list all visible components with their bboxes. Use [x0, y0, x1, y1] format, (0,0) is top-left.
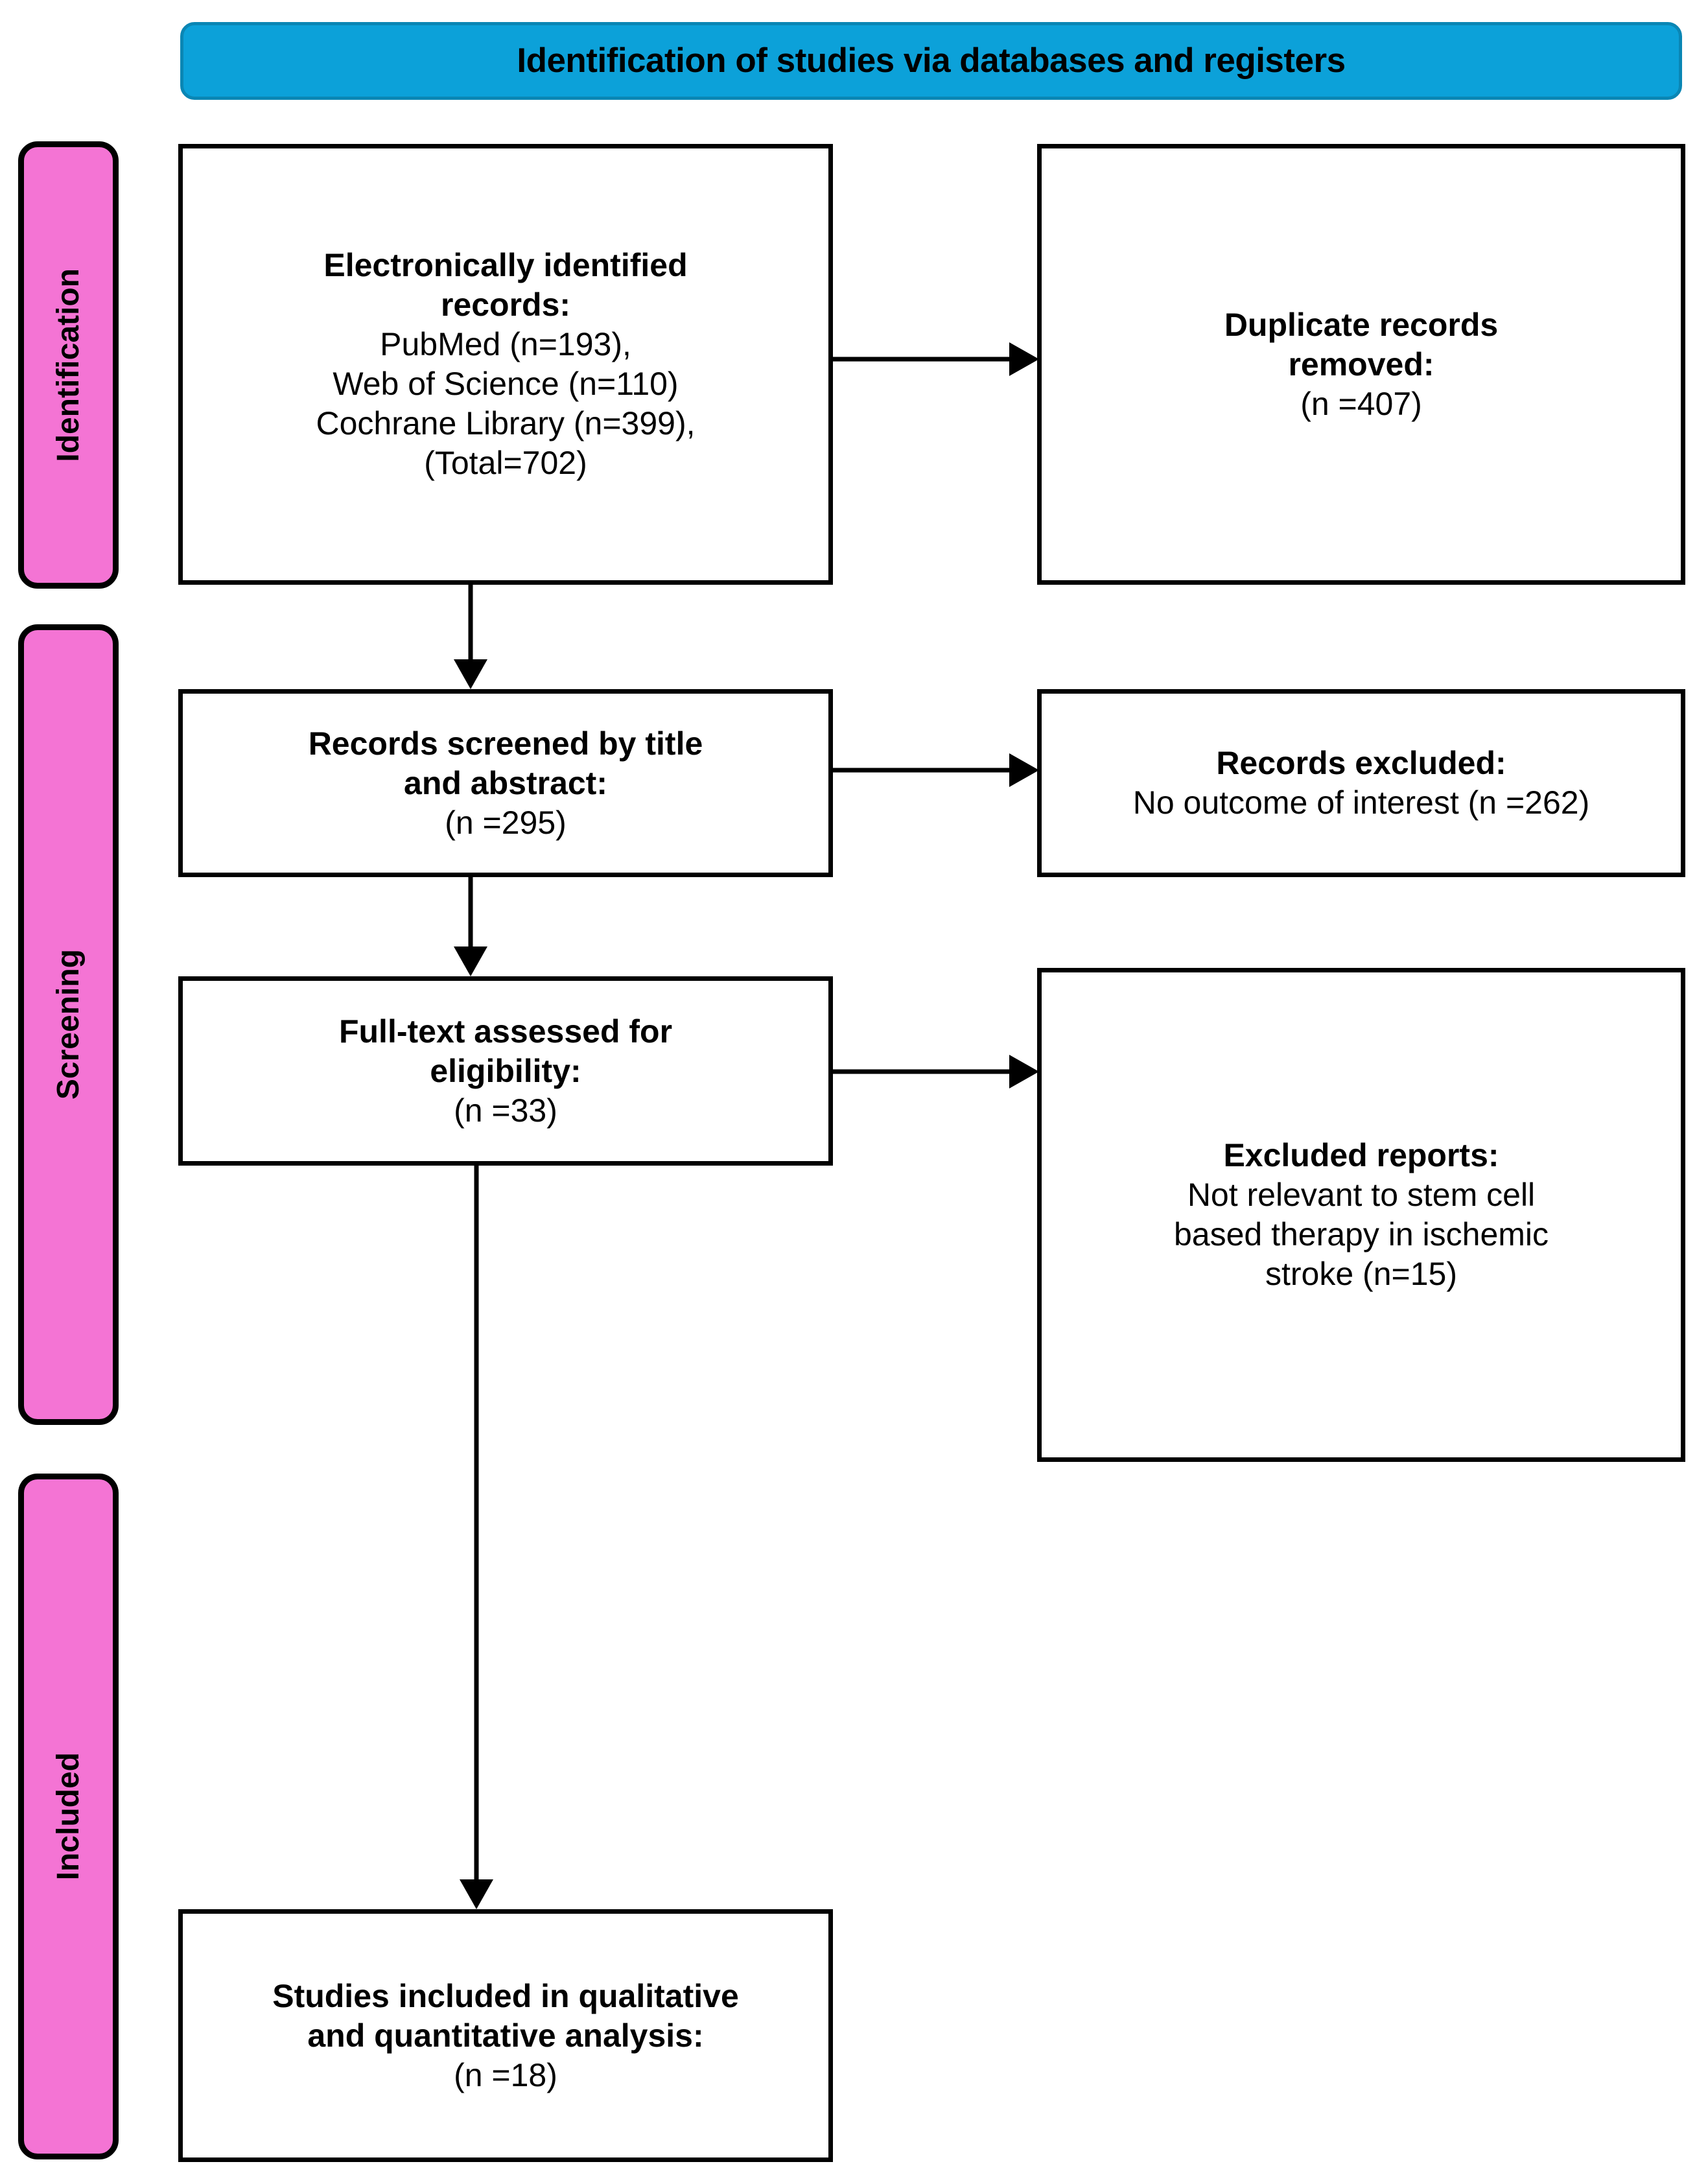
node-fulltext-heading-1: Full-text assessed for: [338, 1013, 673, 1050]
node-records-screened: Records screened by title and abstract: …: [178, 689, 833, 877]
node-excluded-reports-line-2: based therapy in ischemic: [1173, 1216, 1549, 1252]
node-identified-line-3: Cochrane Library (n=399),: [316, 405, 696, 441]
stage-label-screening: Screening: [18, 624, 119, 1425]
node-identified-line-4: (Total=702): [424, 445, 587, 481]
node-identified-heading-2: records:: [440, 287, 571, 323]
arrow-shaft: [832, 1069, 1012, 1074]
arrow-fulltext-to-included-icon: [460, 1166, 493, 1909]
arrow-shaft: [474, 1166, 479, 1881]
node-identified-line-1: PubMed (n=193),: [380, 326, 631, 362]
node-duplicates-heading-1: Duplicate records: [1224, 306, 1499, 343]
node-fulltext-assessed: Full-text assessed for eligibility: (n =…: [178, 976, 833, 1166]
node-records-excluded-line-1: No outcome of interest (n =262): [1132, 784, 1590, 821]
node-excluded-reports: Excluded reports: Not relevant to stem c…: [1037, 968, 1685, 1462]
node-identified-records: Electronically identified records: PubMe…: [178, 144, 833, 585]
node-excluded-reports-line-1: Not relevant to stem cell: [1187, 1177, 1536, 1213]
node-excluded-reports-heading: Excluded reports:: [1223, 1137, 1499, 1173]
node-records-excluded: Records excluded: No outcome of interest…: [1037, 689, 1685, 877]
node-identified-line-2: Web of Science (n=110): [333, 366, 679, 402]
arrow-fulltext-to-excluded-reports-icon: [832, 1055, 1039, 1088]
node-fulltext-line-1: (n =33): [454, 1092, 557, 1129]
arrow-shaft: [468, 585, 473, 661]
node-records-excluded-heading: Records excluded:: [1216, 745, 1506, 781]
node-fulltext-heading-2: eligibility:: [430, 1052, 581, 1089]
stage-label-included-text: Included: [51, 1752, 86, 1881]
node-duplicates-heading-2: removed:: [1288, 346, 1434, 382]
arrow-identified-to-screened-icon: [454, 585, 487, 689]
stage-label-identification-text: Identification: [51, 268, 86, 462]
node-excluded-reports-line-3: stroke (n=15): [1265, 1256, 1457, 1292]
arrow-screened-to-records-excluded-icon: [832, 753, 1039, 787]
stage-label-identification: Identification: [18, 141, 119, 589]
node-included-line-1: (n =18): [454, 2056, 557, 2093]
arrow-head: [454, 946, 487, 976]
arrow-head: [1009, 342, 1039, 376]
arrow-screened-to-fulltext-icon: [454, 877, 487, 976]
arrow-shaft: [832, 768, 1012, 773]
node-studies-included: Studies included in qualitative and quan…: [178, 1909, 833, 2162]
diagram-title: Identification of studies via databases …: [517, 41, 1346, 80]
arrow-identified-to-duplicates-icon: [832, 342, 1039, 376]
node-included-heading-1: Studies included in qualitative: [272, 1977, 739, 2014]
node-screened-line-1: (n =295): [445, 804, 567, 841]
node-identified-heading-1: Electronically identified: [323, 247, 688, 283]
stage-label-included: Included: [18, 1474, 119, 2159]
arrow-head: [1009, 753, 1039, 787]
arrow-shaft: [832, 357, 1012, 362]
node-included-heading-2: and quantitative analysis:: [307, 2017, 704, 2054]
arrow-head: [1009, 1055, 1039, 1088]
node-screened-heading-2: and abstract:: [404, 764, 607, 801]
node-duplicates-line-1: (n =407): [1300, 385, 1422, 422]
stage-label-screening-text: Screening: [51, 949, 86, 1100]
arrow-shaft: [468, 877, 473, 948]
arrow-head: [460, 1879, 493, 1909]
node-duplicate-records-removed: Duplicate records removed: (n =407): [1037, 144, 1685, 585]
arrow-head: [454, 659, 487, 689]
diagram-header-banner: Identification of studies via databases …: [180, 22, 1682, 100]
node-screened-heading-1: Records screened by title: [308, 725, 703, 762]
